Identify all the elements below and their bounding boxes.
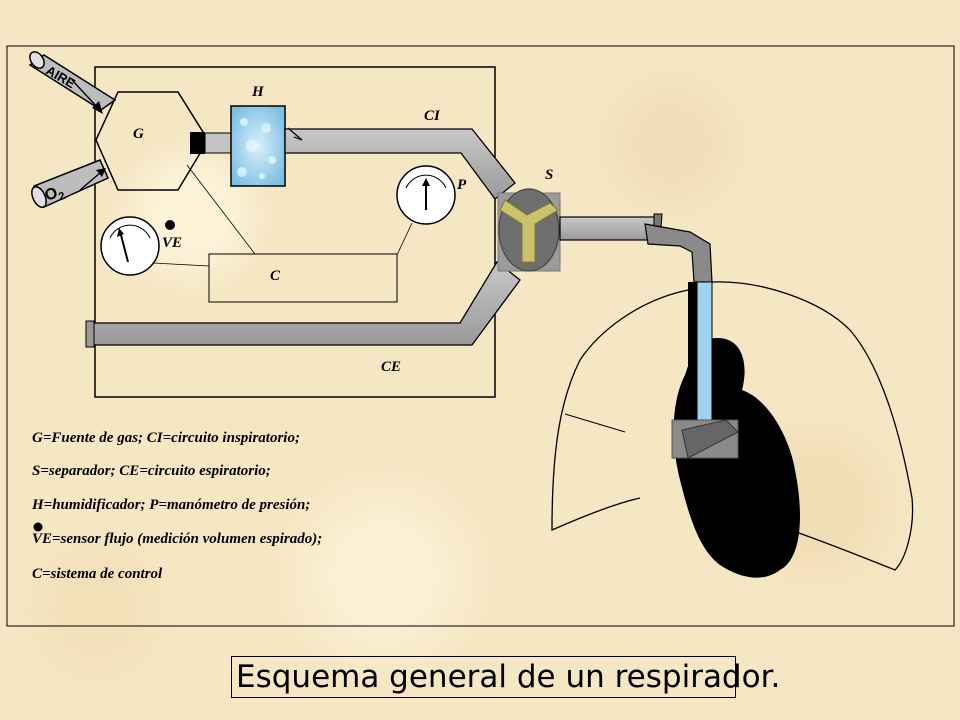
connector-collar [204,132,232,154]
air-arrow-icon [71,79,103,114]
lungs-outline [551,289,689,531]
outer-frame [6,45,955,627]
control-system-label: C [270,268,281,284]
humidifier-label: H [251,84,265,100]
expiratory-tube-end [85,320,95,348]
expiratory-tube [89,261,521,346]
control-wire-flow [152,262,210,267]
flow-sensor-dot [165,220,175,230]
flow-sensor-label: VE [162,235,182,251]
gas-source-hexagon [95,91,209,191]
legend-line-2: S=separador; CE=circuito espiratorio; [32,463,271,479]
legend: G=Fuente de gas; CI=circuito inspiratori… [31,430,322,582]
separator-valve [497,188,561,272]
legend-line-4: VE=sensor flujo (medición volumen espira… [32,531,322,547]
control-system-box [208,253,398,303]
pressure-gauge-label: P [457,177,467,193]
flow-sensor-gauge [100,216,160,276]
oxygen-label: O2 [43,182,67,207]
diaphragm-line [564,413,626,433]
control-wire-pressure [396,222,413,256]
trachea-left [688,282,697,422]
legend-line-5: C=sistema de control [32,566,163,582]
title-box [231,656,736,698]
endotracheal-tube [696,281,713,423]
lungs-outline-right [711,281,914,571]
pressure-gauge [396,165,456,225]
patient-tube [559,216,659,241]
ventilator-housing [94,66,496,398]
inspiratory-tube [284,128,516,200]
humidifier [230,105,286,187]
gas-source-label: G [133,126,144,142]
air-inlet-tube: AIRE [28,51,117,111]
legend-line-3: H=humidificador; P=manómetro de presión; [31,497,310,513]
legend-dot [33,522,43,532]
connector-block [190,132,205,154]
flow-tick [287,127,303,141]
expiratory-circuit-label: CE [381,359,401,375]
bronchial-connector-tip [681,419,739,459]
inspiratory-circuit-label: CI [424,108,441,124]
page-title: Esquema general de un respirador. [236,659,781,695]
oxygen-inlet-tube: O2 [31,159,109,209]
legend-line-1: G=Fuente de gas; CI=circuito inspiratori… [32,430,300,446]
elbow-connector [644,223,713,283]
control-wire-gas [186,164,256,255]
separator-label: S [545,167,553,183]
oxygen-arrow-icon [79,168,106,191]
